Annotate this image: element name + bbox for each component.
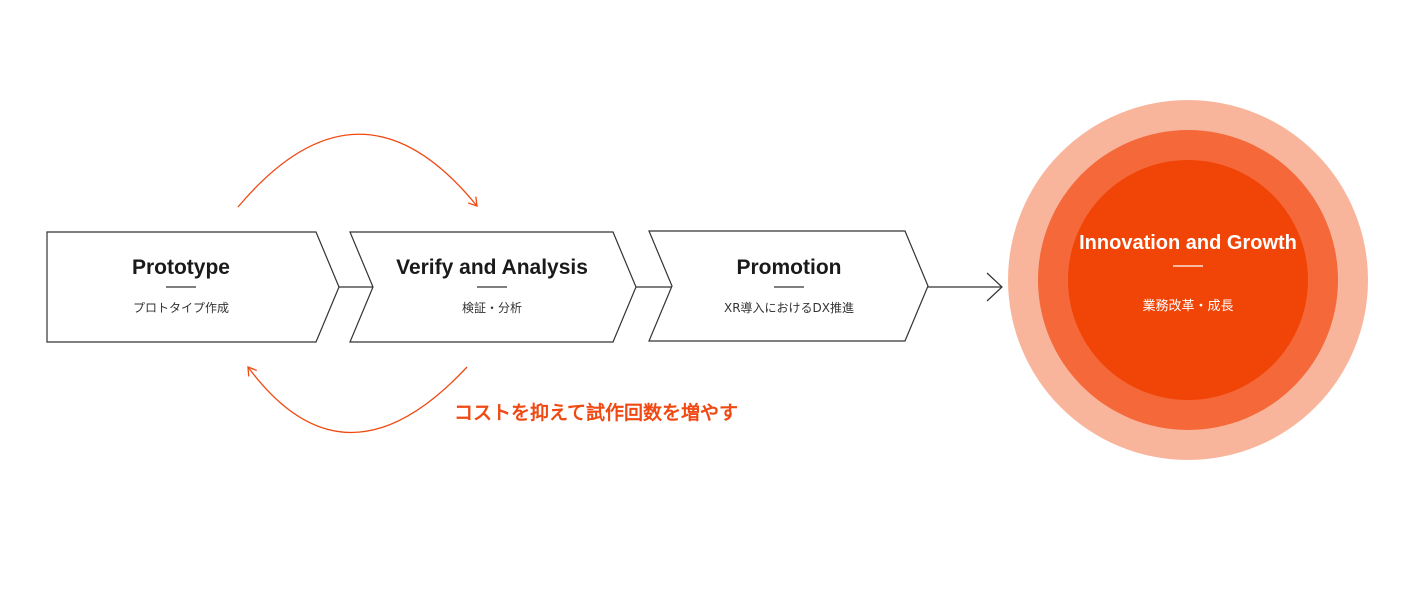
step-verify-analysis-subtitle: 検証・分析 (462, 301, 522, 315)
loop-return-arrow (247, 366, 468, 434)
goal-title: Innovation and Growth (1079, 232, 1297, 254)
step-promotion-subtitle: XR導入におけるDX推進 (724, 301, 854, 315)
step-promotion-chevron (648, 230, 929, 342)
step-promotion-title: Promotion (737, 256, 842, 279)
arrow-to-goal (928, 272, 1003, 302)
goal-subtitle: 業務改革・成長 (1142, 298, 1233, 314)
goal-inner-circle (1068, 160, 1308, 400)
step-prototype-title: Prototype (132, 256, 230, 279)
step-verify-analysis: Verify and Analysis 検証・分析 (349, 231, 637, 343)
arrow-to-goal-head-icon (986, 272, 1003, 302)
step-promotion: Promotion XR導入におけるDX推進 (648, 230, 929, 342)
loop-forward-arrow (237, 133, 478, 208)
goal-target: Innovation and Growth 業務改革・成長 (1008, 100, 1368, 460)
loop-caption: コストを抑えて試作回数を増やす (454, 401, 738, 424)
step-verify-analysis-title: Verify and Analysis (396, 256, 588, 279)
step-prototype: Prototype プロトタイプ作成 (46, 231, 340, 343)
step-prototype-subtitle: プロトタイプ作成 (133, 301, 229, 315)
